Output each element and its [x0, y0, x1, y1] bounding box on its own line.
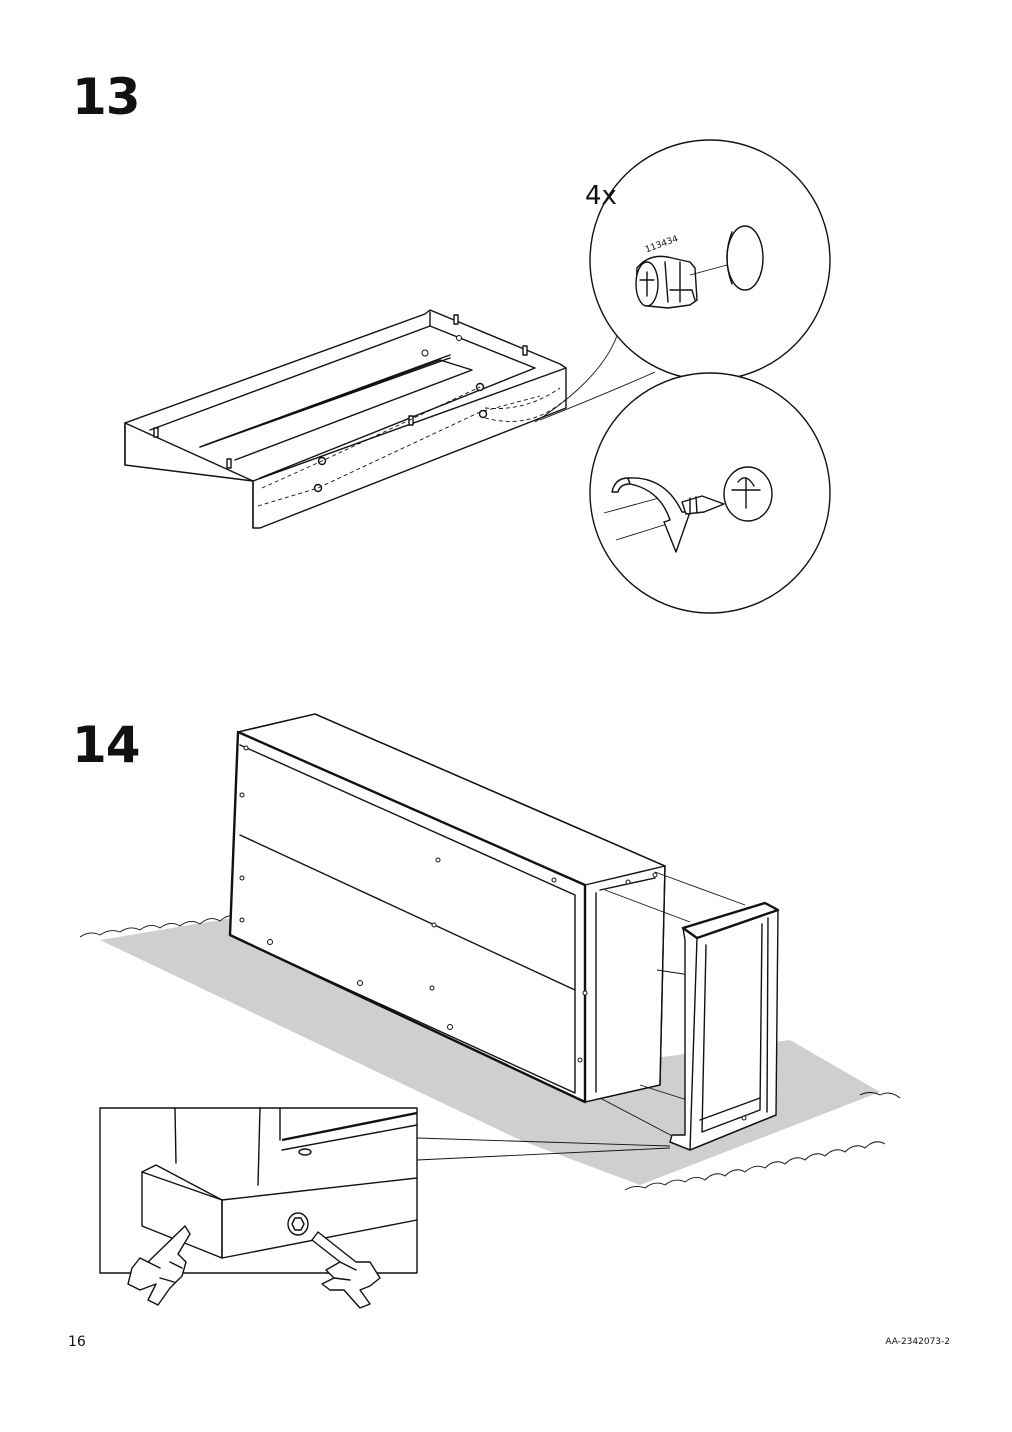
step-13-frame-drawing: [124, 309, 656, 529]
quantity-label: 4x: [585, 181, 617, 211]
screwdriver-detail-circle: [589, 372, 831, 614]
page-number: 16: [68, 1334, 86, 1350]
foot-detail-box: [99, 1107, 671, 1309]
bolt-hole-icon: [287, 1212, 309, 1236]
cam-lock-detail-circle: [589, 139, 831, 381]
document-id: AA-2342073-2: [885, 1337, 950, 1347]
cam-lock-fitting-icon: [635, 255, 698, 309]
cabinet-drawing: [228, 713, 666, 1104]
leg-frame-drawing: [599, 871, 780, 1151]
hands-pointing-icon: [127, 1225, 381, 1309]
step-13-number: 13: [72, 68, 141, 126]
step-14-number: 14: [72, 716, 141, 774]
screwdriver-turn-icon: [611, 477, 725, 553]
